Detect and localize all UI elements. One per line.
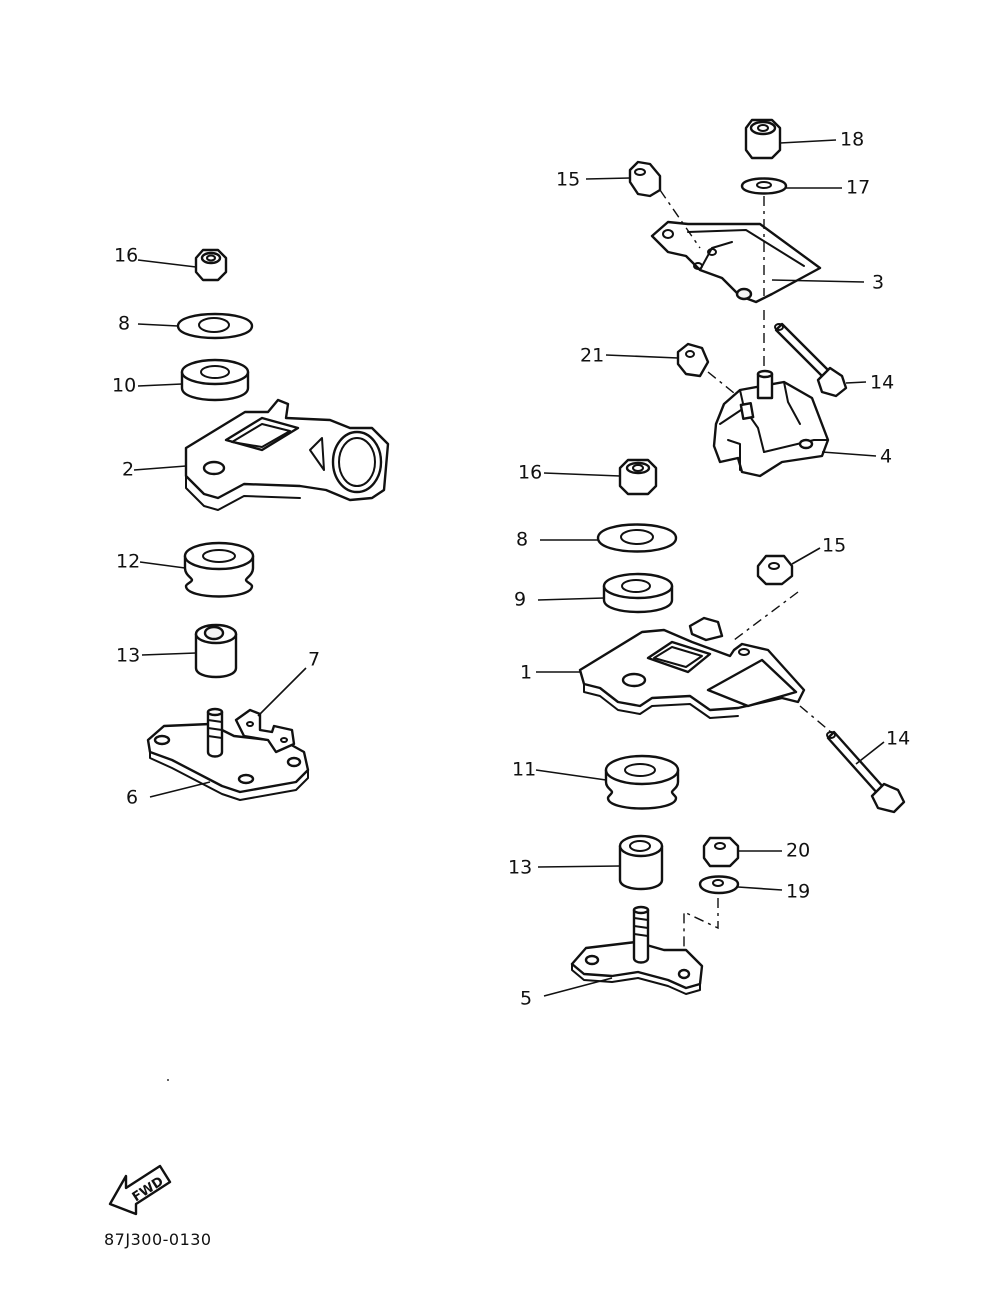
leader-10-left — [137, 383, 183, 387]
collar-13-right — [618, 834, 664, 891]
callout-6: 6 — [126, 787, 138, 809]
leader-18 — [779, 139, 837, 144]
leader-4 — [821, 451, 877, 457]
callout-17: 17 — [846, 177, 870, 199]
bracket-1 — [578, 616, 806, 719]
stud-plate-5 — [632, 905, 650, 964]
tab-7 — [234, 708, 296, 754]
nut-21 — [676, 342, 710, 378]
callout-9: 9 — [514, 589, 526, 611]
callout-13-right: 13 — [508, 857, 532, 879]
leader-3 — [771, 279, 865, 283]
leader-19 — [737, 886, 783, 891]
bracket-2 — [184, 398, 390, 511]
washer-17 — [740, 177, 788, 195]
leader-13-left — [141, 652, 197, 656]
leader-14-top — [845, 381, 867, 384]
leader-7 — [257, 667, 307, 717]
leader-15-top — [585, 177, 631, 180]
callout-7: 7 — [308, 649, 320, 671]
leader-12 — [139, 561, 186, 569]
nut-15-lower — [756, 554, 794, 586]
leader-21 — [605, 354, 679, 359]
grommet-11 — [604, 754, 680, 810]
leader-6 — [149, 781, 211, 798]
fwd-arrow-icon: FWD — [108, 1164, 172, 1216]
callout-20: 20 — [786, 840, 810, 862]
stud-plate-6 — [206, 707, 224, 758]
callout-14-top: 14 — [870, 372, 894, 394]
callout-12: 12 — [116, 551, 140, 573]
washer-8-left — [176, 312, 254, 340]
leader-16-left — [137, 259, 197, 268]
nut-18 — [744, 118, 782, 160]
callout-8-right: 8 — [516, 529, 528, 551]
nut-16-right — [618, 458, 658, 496]
bolt-14-top — [774, 322, 848, 398]
leader-16-right — [543, 472, 621, 477]
spacer-9 — [602, 572, 674, 614]
callout-1: 1 — [520, 662, 532, 684]
nut-15-top — [628, 160, 662, 198]
leader-8-left — [137, 323, 179, 327]
plate-5 — [570, 940, 704, 995]
stud-mount-4 — [756, 369, 774, 400]
leader-13-right — [537, 865, 621, 868]
callout-10-left: 10 — [112, 375, 136, 397]
grommet-12 — [183, 541, 255, 598]
callout-5: 5 — [520, 988, 532, 1010]
callout-16-left: 16 — [114, 245, 138, 267]
callout-11: 11 — [512, 759, 536, 781]
leader-11 — [535, 769, 607, 781]
callout-21: 21 — [580, 345, 604, 367]
leader-2 — [133, 465, 187, 471]
callout-14-lower: 14 — [886, 728, 910, 750]
leader-5 — [543, 977, 613, 997]
speck — [167, 1079, 169, 1081]
callout-2: 2 — [122, 459, 134, 481]
leader-9 — [537, 597, 605, 601]
centerline-19-5 — [683, 898, 719, 968]
washer-8-right — [596, 523, 678, 553]
spacer-10-left — [180, 358, 250, 402]
leader-15-lower — [791, 547, 821, 565]
callout-15-lower: 15 — [822, 535, 846, 557]
nut-20 — [702, 836, 740, 868]
part-code-label: 87J300-0130 — [104, 1230, 212, 1249]
mount-4 — [712, 380, 830, 478]
callout-13-left: 13 — [116, 645, 140, 667]
callout-16-right: 16 — [518, 462, 542, 484]
callout-3: 3 — [872, 272, 884, 294]
callout-15-top: 15 — [556, 169, 580, 191]
callout-8-left: 8 — [118, 313, 130, 335]
collar-13-left — [194, 623, 238, 679]
centerline-15-lower — [733, 591, 799, 641]
callout-4: 4 — [880, 446, 892, 468]
nut-16-left — [194, 248, 228, 282]
callout-18: 18 — [840, 129, 864, 151]
callout-19: 19 — [786, 881, 810, 903]
washer-19 — [698, 875, 740, 895]
leader-14-lower — [855, 741, 885, 765]
bracket-3 — [650, 220, 822, 304]
centerline-1-14 — [799, 705, 839, 739]
